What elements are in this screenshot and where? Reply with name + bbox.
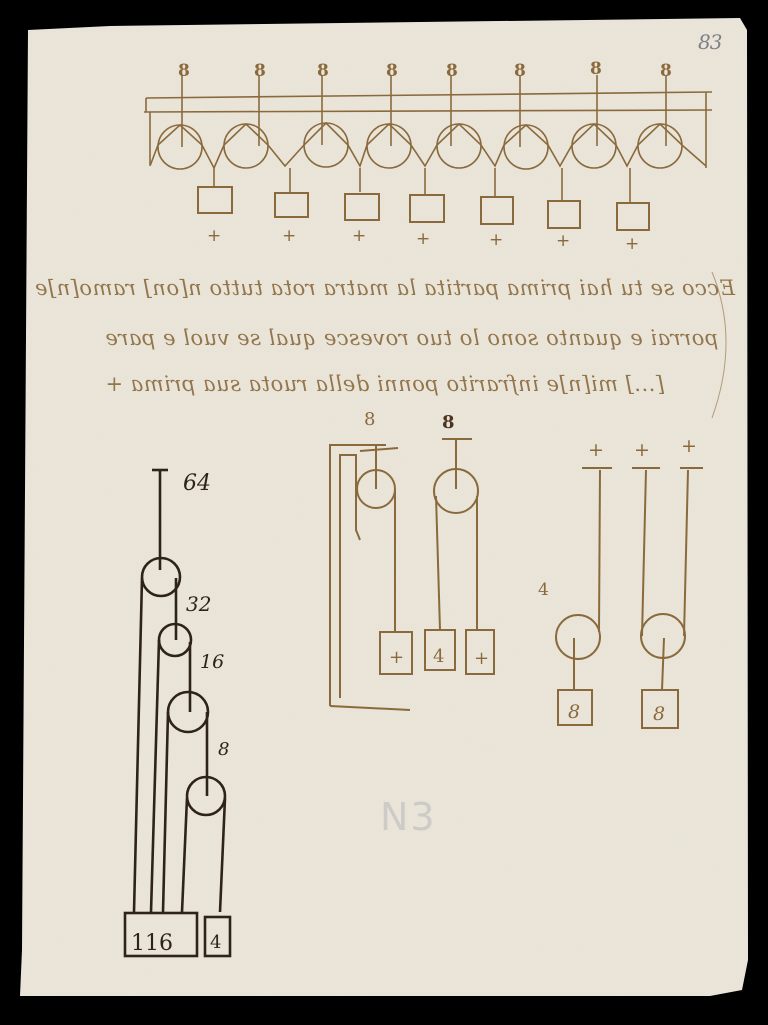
right-diagram-labels: + + + 4 8 8 xyxy=(538,435,697,725)
svg-text:8: 8 xyxy=(218,739,229,760)
folio-number: 83 xyxy=(698,30,722,54)
middle-diagram-labels: 8 8 + 4 + xyxy=(364,409,489,669)
svg-text:+: + xyxy=(588,439,604,461)
svg-text:8: 8 xyxy=(364,409,375,430)
svg-text:8: 8 xyxy=(178,61,190,81)
mirror-text-line-1: Ecco se tu hai prima partita la matra ro… xyxy=(34,276,735,300)
top-weight-markers: 8 8 8 8 8 8 8 8 xyxy=(178,59,672,81)
svg-text:16: 16 xyxy=(200,651,224,673)
mirror-text-line-3: [...] mi[n]e infrarito ponni della ruota… xyxy=(105,372,665,396)
svg-text:8: 8 xyxy=(660,61,672,81)
svg-text:64: 64 xyxy=(183,471,211,496)
svg-text:+: + xyxy=(282,226,296,246)
svg-text:+: + xyxy=(416,229,430,249)
svg-text:4: 4 xyxy=(538,580,549,600)
svg-text:+: + xyxy=(207,226,221,246)
svg-text:+: + xyxy=(389,647,404,668)
middle-pulley-diagram xyxy=(329,438,495,711)
svg-text:+: + xyxy=(634,439,650,461)
svg-text:8: 8 xyxy=(568,701,580,723)
bottom-plus-markers: + + + + + + + xyxy=(207,226,639,254)
svg-text:+: + xyxy=(352,226,366,246)
right-pulley-diagram xyxy=(555,467,703,729)
svg-text:8: 8 xyxy=(442,412,455,433)
mirror-text-line-2: porrai e quanto sono lo tuo rovesce qual… xyxy=(105,326,719,350)
weight-boxes xyxy=(197,186,650,231)
library-stamp: N3 xyxy=(380,795,437,839)
margin-bracket xyxy=(711,271,727,419)
left-diagram-labels: 64 32 16 8 116 4 xyxy=(131,471,229,956)
svg-text:8: 8 xyxy=(446,61,458,81)
left-compound-pulley-diagram xyxy=(123,468,232,958)
svg-text:32: 32 xyxy=(186,592,211,616)
svg-text:8: 8 xyxy=(254,61,266,81)
svg-text:4: 4 xyxy=(433,646,444,667)
svg-text:8: 8 xyxy=(653,703,665,725)
svg-text:116: 116 xyxy=(131,931,173,956)
svg-text:8: 8 xyxy=(386,61,398,81)
svg-text:+: + xyxy=(625,234,639,254)
top-pulley-beam-diagram xyxy=(143,75,713,231)
svg-text:+: + xyxy=(489,230,503,250)
svg-text:4: 4 xyxy=(210,932,221,953)
svg-text:8: 8 xyxy=(317,61,329,81)
svg-text:+: + xyxy=(681,435,697,457)
svg-text:+: + xyxy=(474,648,489,669)
svg-text:8: 8 xyxy=(514,61,526,81)
svg-text:+: + xyxy=(556,231,570,251)
svg-text:8: 8 xyxy=(590,59,602,79)
